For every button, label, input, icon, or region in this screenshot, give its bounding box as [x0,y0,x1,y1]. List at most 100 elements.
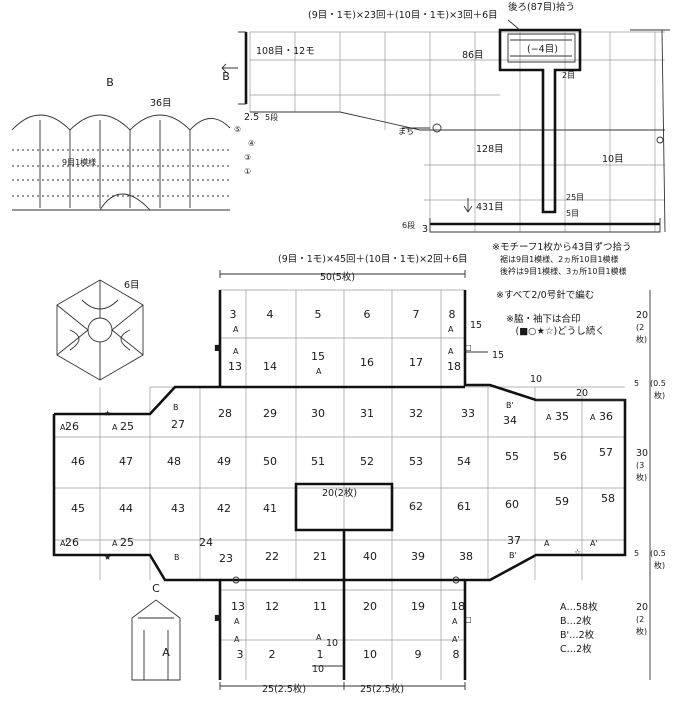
machi-marker-right-icon [656,136,664,144]
cell-1: 1 [317,648,324,661]
right-dim-11: 枚) [654,560,665,570]
right-dim-3: 5 [634,379,639,388]
cell-24: 24 [199,536,213,549]
cell-42: 42 [217,502,231,515]
cell-10: 10 [363,648,377,661]
cell-51: 51 [311,455,325,468]
star-outline-mark-icon: ☆ [574,548,581,557]
tag-b-27: B [173,403,179,412]
notes-block: ※モチーフ1枚から43目ずつ拾う 裾は9目1模様、2ヵ所10目1模様 後衿は9目… [492,241,632,337]
minus-four-label: (−4目) [527,44,558,55]
motif-c-chart: C A [131,582,181,681]
tag-a-prime-26: A' [60,423,68,432]
cell-16: 16 [360,356,374,369]
cell-61: 61 [457,500,471,513]
tag-a-18: A [448,347,454,356]
cell-55: 55 [505,450,519,463]
cell-6: 6 [364,308,371,321]
right-dim-10: (0.5 [650,549,666,558]
cell-11: 11 [313,600,327,613]
tag-a-3b: A [234,635,240,644]
cell-3-bottom: 3 [237,648,244,661]
cell-14: 14 [263,360,277,373]
row-4-marker: ④ [248,139,255,148]
note-2: 後衿は9目1模様、3ヵ所10目1模様 [492,266,627,276]
rows-3: 3 [422,224,428,235]
tag-a-prime-right: A' [590,539,598,548]
cell-27: 27 [171,418,185,431]
back-pickup-note: 後ろ(87目)拾う [508,1,575,13]
motif-b-count: 36目 [150,98,172,109]
dim-10-bottom-b: 10 [312,664,324,675]
cell-13-bottom: 13 [231,600,245,613]
cell-54: 54 [457,455,471,468]
stitch-count-431: 431目 [476,202,504,213]
tag-a-3: A [233,325,239,334]
square-mark-icon: ■ [214,343,222,352]
square-outline-mark-icon: □ [464,343,472,352]
cell-15: 15 [311,350,325,363]
right-dim-7: (3 [636,461,644,470]
cell-60: 60 [505,498,519,511]
cell-26-top: 26 [65,420,79,433]
cell-37: 37 [507,534,521,547]
cell-53: 53 [409,455,423,468]
tag-a-prime-26b: A' [60,539,68,548]
tag-a-18b: A [452,617,458,626]
tag-a-25: A [112,423,118,432]
cell-41: 41 [263,502,277,515]
motif-b-chart: B 36目 9目1模様 ⑤ ③ ① ④ [11,76,255,211]
cell-7: 7 [413,308,420,321]
dim-15b: 15 [492,350,504,361]
note-1: 裾は9目1模様、2ヵ所10目1模様 [492,254,619,264]
cell-17: 17 [409,356,423,369]
dim-25-right: 25(2.5枚) [360,683,404,695]
top-formula: (9目・1モ)×23回＋(10目・1モ)×3回＋6目 [308,10,498,21]
cell-5: 5 [315,308,322,321]
machi-label: まち [398,127,414,136]
motif-a-chart: 6目 [56,279,144,381]
collar-chart: (9目・1モ)×23回＋(10目・1モ)×3回＋6目 後ろ(87目)拾う (−4… [221,1,670,235]
cell-13: 13 [228,360,242,373]
cell-18: 18 [447,360,461,373]
cell-32: 32 [409,407,423,420]
right-dim-6: 30 [636,448,648,459]
stitch-count-2: 2目 [562,71,575,80]
tag-a-15: A [316,367,322,376]
cell-58: 58 [601,492,615,505]
right-dim-12: 20 [636,602,648,613]
cell-35: 35 [555,410,569,423]
cell-12: 12 [265,600,279,613]
stitch-count-128: 128目 [476,144,504,155]
tag-a-13b: A [234,617,240,626]
dim-20-center: 20(2枚) [322,487,357,499]
tag-a-13: A [233,347,239,356]
dim-25-left: 25(2.5枚) [262,683,306,695]
right-dim-1: (2 [636,323,644,332]
circle-mark-icon [232,576,240,584]
cell-25-bottom: 25 [120,536,134,549]
cell-49: 49 [217,455,231,468]
cell-44: 44 [119,502,133,515]
right-dim-5: 枚) [654,390,665,400]
cell-45: 45 [71,502,85,515]
right-dim-0: 20 [636,310,648,321]
cell-31: 31 [360,407,374,420]
cell-26-bottom: 26 [65,536,79,549]
cell-4: 4 [267,308,274,321]
dim-10: 10 [530,374,542,385]
right-dim-13: (2 [636,615,644,624]
cell-3: 3 [230,308,237,321]
cell-30: 30 [311,407,325,420]
cell-2: 2 [269,648,276,661]
tag-a-8b: A' [452,635,460,644]
row-5-marker: ⑤ [234,125,241,134]
row-3-marker: ③ [244,153,251,162]
legend-block: A…58枚 B…2枚 B'…2枚 C…2枚 [560,601,598,655]
cell-46: 46 [71,455,85,468]
tag-a-prime-right2: A [544,539,550,548]
tag-a-8: A [448,325,454,334]
cell-50: 50 [263,455,277,468]
